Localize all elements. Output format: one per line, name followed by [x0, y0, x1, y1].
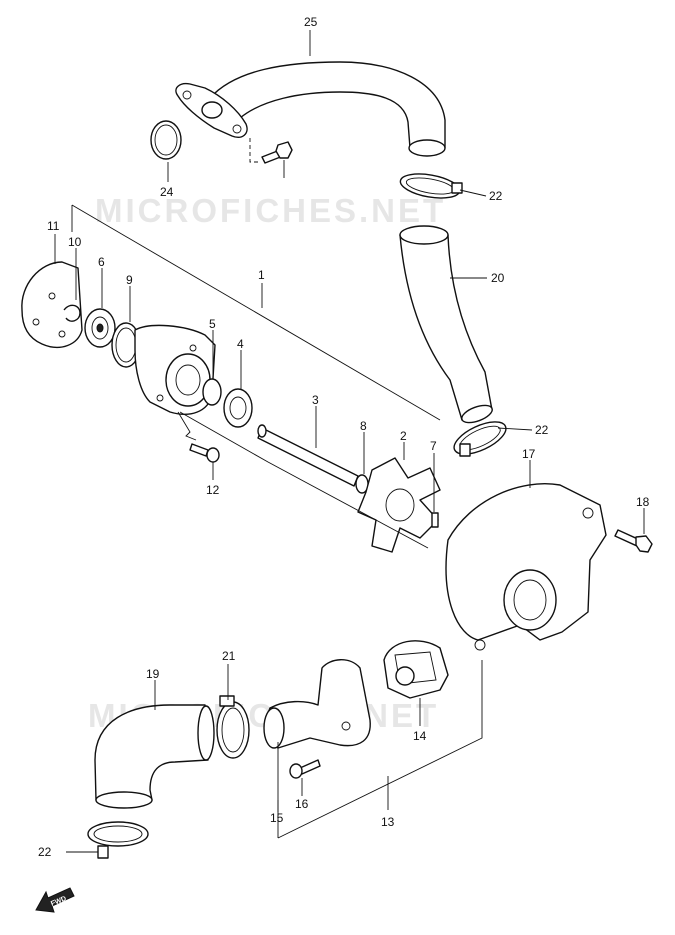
screw-16	[289, 759, 321, 779]
pump-cover-17	[445, 483, 607, 651]
callout-3: 3	[312, 393, 319, 407]
bracket-line-assembly-top	[71, 204, 441, 421]
callout-22-top: 22	[489, 189, 503, 203]
hose-clamp-22-middle	[453, 421, 507, 457]
hose-clamp-22-bottom	[87, 821, 149, 859]
seal-ring-5	[202, 378, 222, 406]
mechanical-seal-4	[223, 388, 253, 428]
bracket-line-assembly-bottom	[179, 411, 429, 549]
screw-12	[189, 443, 220, 463]
callout-20: 20	[491, 271, 505, 285]
watermark-top: MICROFICHES.NET	[95, 192, 446, 229]
hose-20	[399, 225, 493, 424]
forward-arrow-icon: FWD	[35, 887, 75, 913]
bearing-6	[84, 308, 116, 348]
callout-4: 4	[237, 337, 244, 351]
callout-14: 14	[413, 729, 427, 743]
o-ring-24	[150, 120, 182, 160]
callout-21: 21	[222, 649, 236, 663]
hose-clamp-21	[216, 695, 250, 759]
callout-24: 24	[160, 185, 174, 199]
pin-7	[431, 512, 439, 528]
callout-22-bottom: 22	[38, 845, 52, 859]
shaft-3	[257, 424, 359, 487]
callout-16: 16	[295, 797, 309, 811]
callout-11: 11	[47, 219, 60, 233]
callout-7: 7	[430, 439, 437, 453]
callout-labels: 25 24 22 20 22 1 11 10 6 9 5 4 3 8 2 7 1…	[38, 15, 650, 859]
hose-clamp-22-top	[399, 173, 463, 199]
callout-18: 18	[636, 495, 650, 509]
circlip-10	[63, 304, 81, 322]
pump-body	[134, 324, 216, 415]
callout-15: 15	[270, 811, 284, 825]
callout-17: 17	[522, 447, 536, 461]
callout-23: 25	[304, 15, 318, 29]
gasket-11	[21, 261, 83, 348]
callout-9: 9	[126, 273, 133, 287]
callout-6: 6	[98, 255, 105, 269]
impeller-2	[357, 457, 441, 553]
callout-19: 19	[146, 667, 160, 681]
callout-5: 5	[209, 317, 216, 331]
bolt-25	[261, 141, 293, 164]
callout-10: 10	[68, 235, 82, 249]
thermostat-cover-15	[263, 659, 371, 749]
callout-1: 1	[258, 268, 265, 282]
callout-2: 2	[400, 429, 407, 443]
bolt-18	[614, 529, 653, 553]
thermostat-14	[383, 640, 449, 699]
callout-8: 8	[360, 419, 367, 433]
bracket-line-thermostat	[277, 660, 483, 839]
callout-12: 12	[206, 483, 220, 497]
hose-19	[94, 704, 215, 809]
outlet-pipe-23	[175, 61, 446, 157]
callout-22-middle: 22	[535, 423, 549, 437]
callout-13: 13	[381, 815, 395, 829]
